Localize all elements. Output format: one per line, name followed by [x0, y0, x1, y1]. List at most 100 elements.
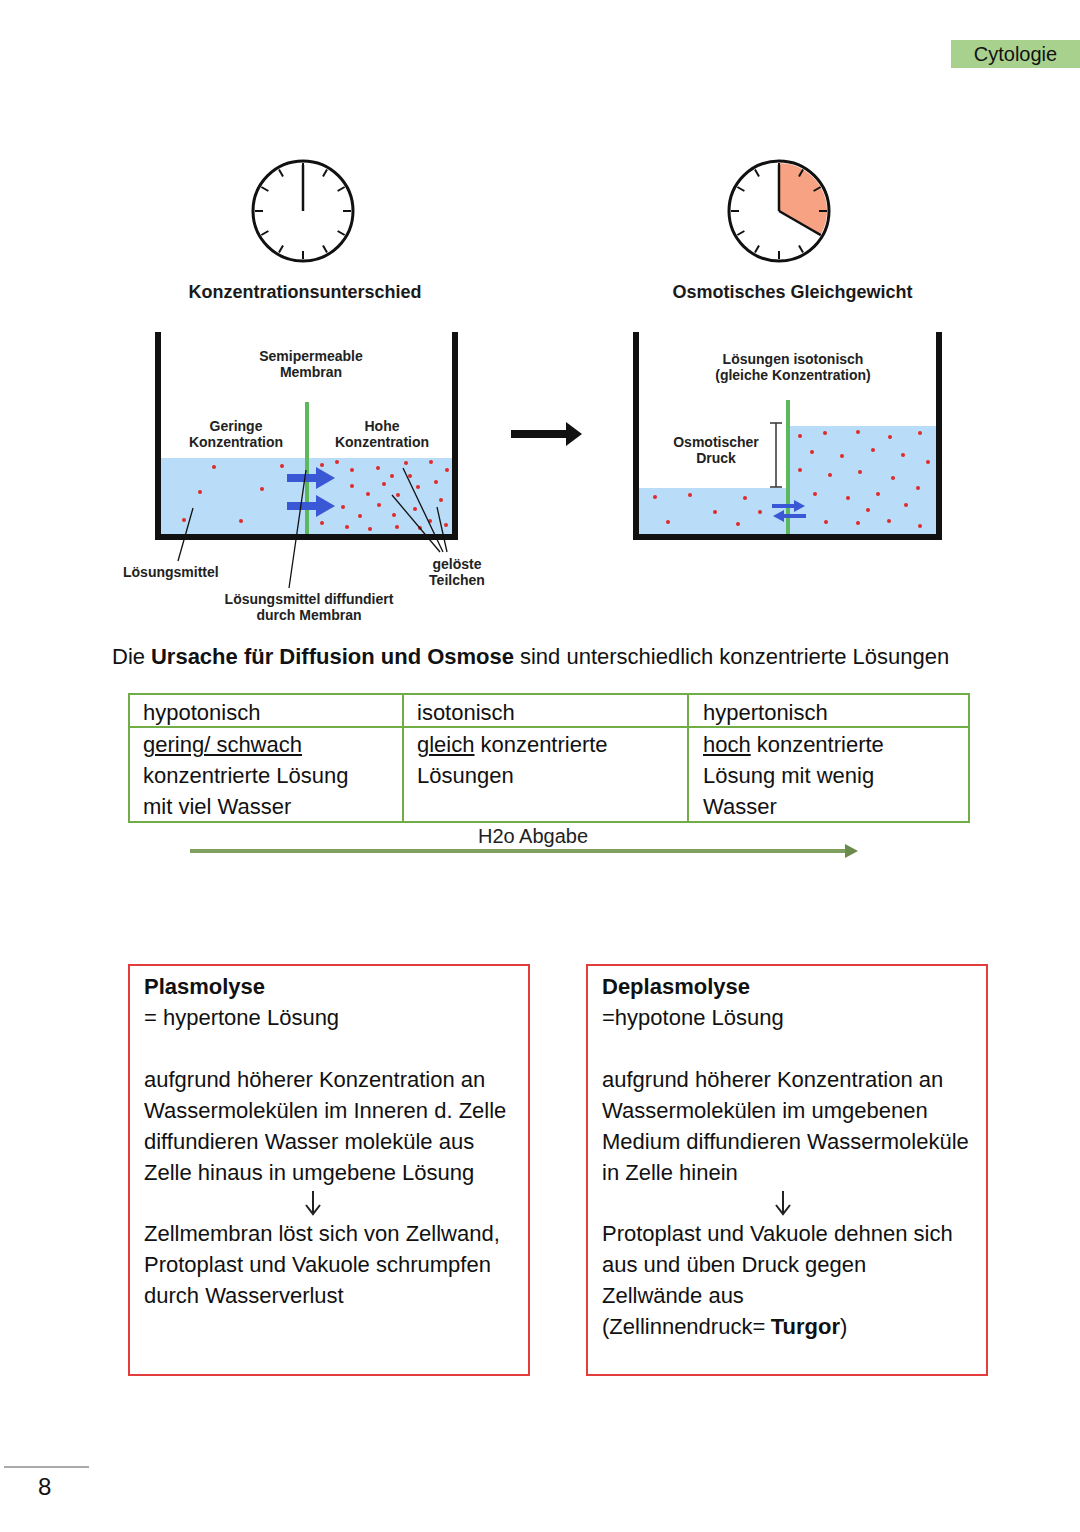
- node-text: aufgrund höherer Konzentration an Wasser…: [602, 1064, 972, 1188]
- clock-start: [255, 163, 351, 259]
- solute-dots: [382, 482, 386, 486]
- node-text: Protoplast und Vakuole dehnen sich aus u…: [602, 1218, 972, 1311]
- solute-dots: [876, 492, 880, 496]
- beaker-start: [305, 402, 309, 534]
- clock-start: [253, 161, 353, 261]
- solute-dots: [280, 464, 284, 468]
- part-label: Lösungsmittel diffundiert durch Membran: [204, 591, 414, 623]
- solute-dots: [823, 431, 827, 435]
- part-label: Lösungen isotonisch (gleiche Konzentrati…: [698, 351, 888, 383]
- beaker-equilibrium: [636, 332, 939, 537]
- pressure-bracket: [770, 486, 782, 488]
- solute-dots: [688, 493, 692, 497]
- water-flow-arrow: [190, 849, 846, 853]
- solute-dots: [434, 480, 438, 484]
- solute-dots: [396, 493, 400, 497]
- exchange-arrows: [772, 504, 796, 508]
- leader-lines: [403, 468, 443, 552]
- solute-dots: [666, 520, 670, 524]
- leader-lines: [178, 508, 193, 561]
- part-label: Hohe Konzentration: [326, 418, 438, 450]
- solute-dots: [182, 518, 186, 522]
- exchange-arrows: [772, 500, 806, 522]
- clock-later: [778, 165, 781, 211]
- solute-dots: [439, 498, 443, 502]
- beaker-equilibrium: [790, 426, 936, 534]
- sentence-text: Die: [112, 644, 145, 669]
- solute-dots: [392, 513, 396, 517]
- page-number: 8: [38, 1474, 51, 1500]
- beaker-equilibrium: [636, 332, 939, 537]
- node-text: = hypertone Lösung: [144, 1002, 514, 1033]
- solute-dots: [871, 448, 875, 452]
- solute-dots: [376, 466, 380, 470]
- clock-later: [729, 161, 829, 261]
- topic-tag: Cytologie: [951, 40, 1080, 68]
- label-patch: H2o Abgabe: [474, 825, 592, 847]
- table-cell-text: gleich: [417, 732, 474, 757]
- solute-dots: [743, 496, 747, 500]
- part-label: Geringe Konzentration: [180, 418, 292, 450]
- table-cell-text: hoch: [703, 732, 751, 757]
- leader-lines: [392, 495, 440, 552]
- beaker-equilibrium: [639, 488, 786, 534]
- sentence-text: Ursache für Diffusion und Osmose: [151, 644, 514, 669]
- part-label: Semipermeable Membran: [246, 348, 376, 380]
- pressure-bracket: [775, 423, 777, 487]
- solute-dots: [840, 454, 844, 458]
- water-flow-arrow: [845, 844, 858, 858]
- diffusion-arrows: [287, 474, 318, 482]
- solute-dots: [408, 474, 412, 478]
- solute-dots: [653, 430, 930, 528]
- solute-dots: [416, 485, 420, 489]
- clock-later: [731, 163, 827, 259]
- down-arrow: [144, 1188, 504, 1218]
- node-heading: Deplasmolyse: [602, 971, 972, 1002]
- solute-dots: [856, 430, 860, 434]
- table-cell-text: konzentrierte Lösung mit viel Wasser: [143, 763, 348, 819]
- node-heading: Plasmolyse: [144, 971, 514, 1002]
- solute-dots: [828, 473, 832, 477]
- solute-dots: [368, 527, 372, 531]
- pressure-bracket: [770, 423, 782, 487]
- solute-dots: [182, 460, 449, 531]
- text-line: (Zellinnendruck=Turgor): [602, 1311, 972, 1342]
- leader-lines: [437, 507, 447, 552]
- table-header: isotonisch: [417, 697, 515, 728]
- solute-dots: [445, 468, 449, 472]
- solute-dots: [239, 519, 243, 523]
- table-grid: [687, 694, 689, 822]
- clock-later: [729, 161, 829, 261]
- solute-dots: [429, 460, 433, 464]
- process-arrow: [566, 422, 582, 446]
- solute-dots: [212, 465, 216, 469]
- solute-dots: [758, 510, 762, 514]
- table-cell: hochkonzentrierte Lösung mit wenig Wasse…: [703, 729, 943, 822]
- solute-dots: [345, 525, 349, 529]
- solute-dots: [916, 486, 920, 490]
- node-text: (Zellinnendruck=: [602, 1314, 765, 1339]
- solute-dots: [377, 503, 381, 507]
- table-header: hypertonisch: [703, 697, 828, 728]
- solute-dots: [810, 450, 814, 454]
- diffusion-arrows: [316, 467, 335, 489]
- node-text: aufgrund höherer Konzentration an Wasser…: [144, 1064, 514, 1188]
- arrow-label: H2o Abgabe: [383, 825, 683, 847]
- beaker-heading: Osmotisches Gleichgewicht: [630, 281, 955, 303]
- beaker-equilibrium: [786, 400, 790, 534]
- solute-dots: [798, 434, 802, 438]
- solute-dots: [736, 522, 740, 526]
- node-text: ): [840, 1314, 847, 1339]
- table-cell-text: gering/ schwach: [143, 729, 383, 760]
- beaker-start: [158, 332, 455, 537]
- solute-dots: [653, 495, 657, 499]
- solute-dots: [320, 521, 324, 525]
- solute-dots: [413, 507, 417, 511]
- diffusion-arrows: [316, 495, 335, 517]
- down-arrow: [602, 1188, 962, 1218]
- clock-later: [779, 163, 827, 235]
- beaker-start: [158, 332, 455, 588]
- table-grid: [129, 726, 969, 728]
- solute-dots: [366, 492, 370, 496]
